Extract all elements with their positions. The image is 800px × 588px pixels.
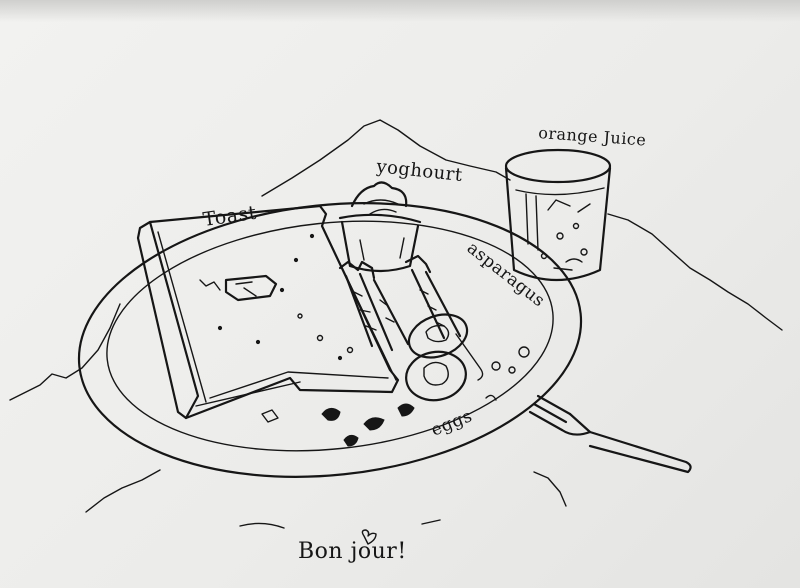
orange-juice-glass [506, 150, 610, 280]
toast-slice [138, 206, 398, 418]
egg-halves [402, 307, 482, 405]
crumbs [262, 347, 529, 446]
asparagus-bundle [340, 256, 460, 350]
label-eggs: eggs [428, 406, 475, 440]
ground-line-right [534, 472, 566, 506]
label-toast: Toast [202, 202, 258, 231]
label-orange-juice: orange Juice [538, 123, 647, 150]
page-edge-shadow [0, 0, 800, 22]
greeting-flourish [240, 520, 440, 528]
fork [530, 396, 691, 472]
plate-outer-rim [65, 179, 594, 500]
ground-line-left [86, 470, 160, 512]
label-asparagus: asparagus [463, 238, 549, 311]
yoghurt-cup [340, 182, 420, 271]
mountain-ridge-right [608, 214, 782, 330]
mountain-ridge-left [10, 304, 120, 400]
mountain-ridge-back [262, 120, 510, 196]
plate-inner-rim [95, 200, 564, 472]
heart-doodle [362, 530, 376, 544]
label-greeting: Bon jour! [298, 539, 407, 564]
